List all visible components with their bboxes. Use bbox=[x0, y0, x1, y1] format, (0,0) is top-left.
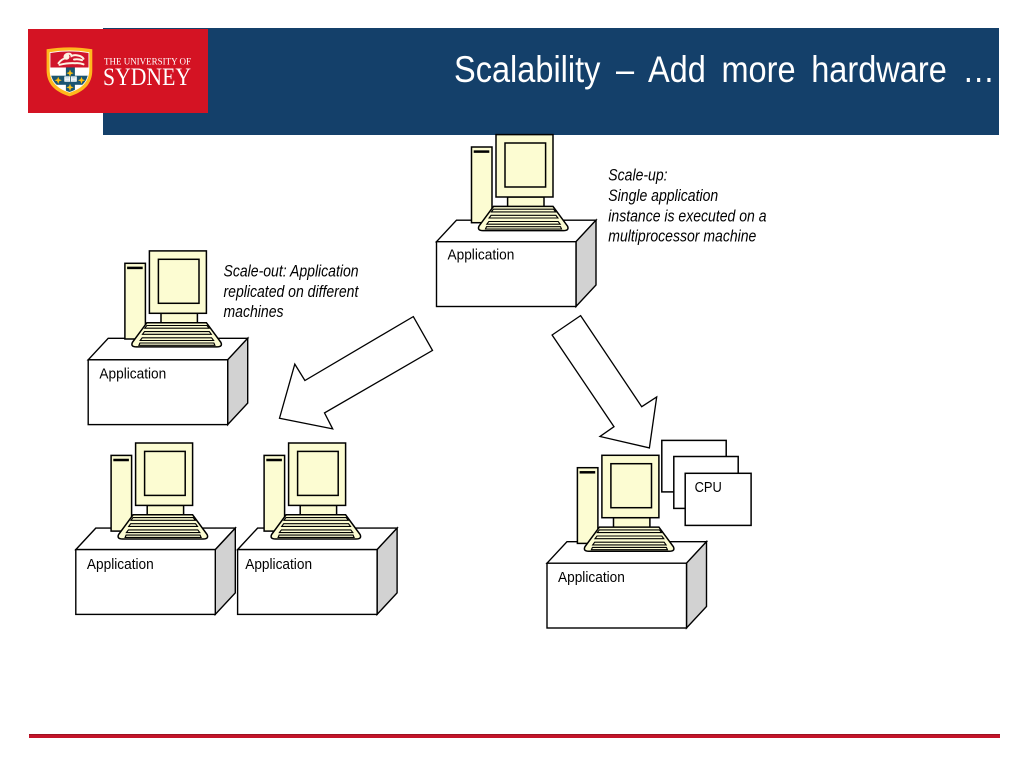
svg-text:Application: Application bbox=[87, 556, 154, 573]
svg-text:machines: machines bbox=[224, 303, 284, 322]
svg-text:replicated on different: replicated on different bbox=[224, 283, 359, 302]
svg-text:Scale-out: Application: Scale-out: Application bbox=[224, 262, 359, 281]
svg-text:CPU: CPU bbox=[695, 478, 722, 495]
svg-text:instance is executed on a: instance is executed on a bbox=[608, 207, 767, 226]
svg-text:Application: Application bbox=[558, 570, 625, 587]
svg-text:SYDNEY: SYDNEY bbox=[103, 64, 191, 91]
svg-text:multiprocessor machine: multiprocessor machine bbox=[608, 228, 756, 247]
svg-text:THE UNIVERSITY OF: THE UNIVERSITY OF bbox=[104, 57, 191, 67]
svg-text:Application: Application bbox=[448, 247, 515, 264]
svg-text:Application: Application bbox=[245, 556, 312, 573]
svg-text:Scale-up:: Scale-up: bbox=[608, 166, 667, 185]
svg-text:Single application: Single application bbox=[608, 187, 718, 206]
svg-text:Application: Application bbox=[99, 366, 166, 383]
